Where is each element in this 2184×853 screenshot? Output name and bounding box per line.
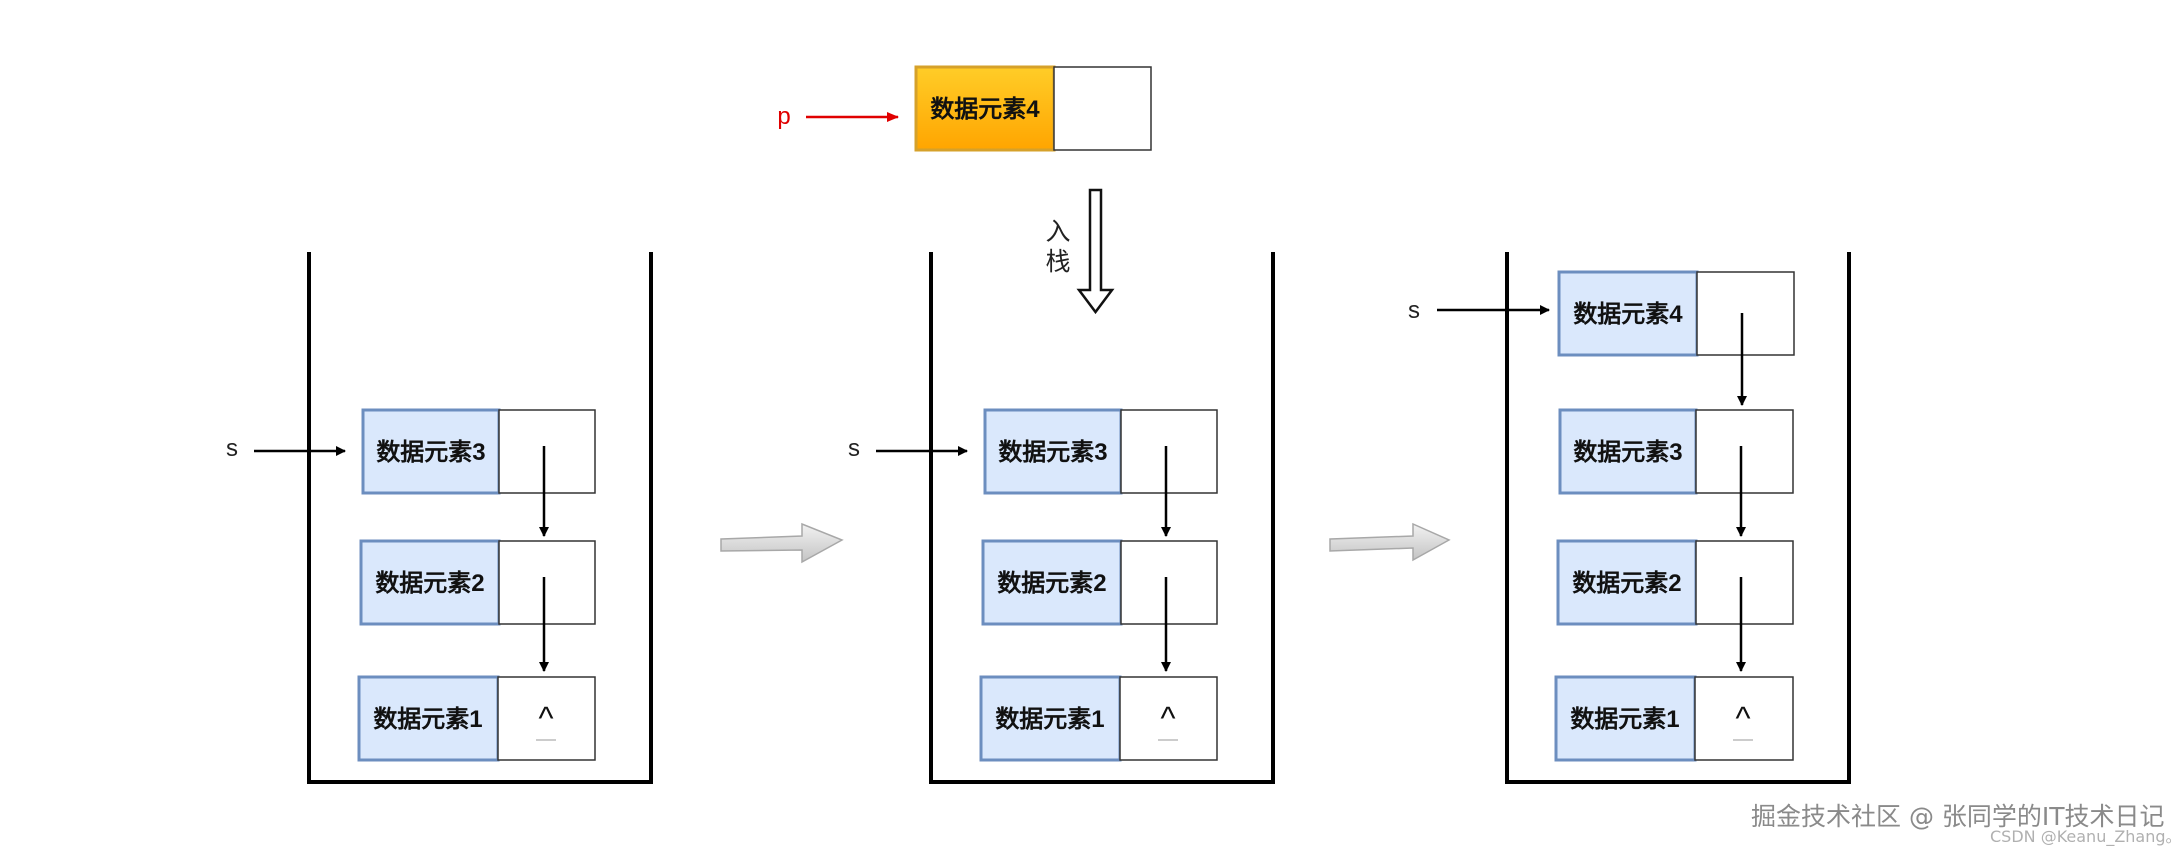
pointer-p-label: p: [777, 103, 790, 130]
stack-node: 数据元素3: [983, 408, 1218, 495]
stack-node: 数据元素1 ^: [979, 675, 1218, 762]
pointer-p: p: [777, 103, 899, 130]
node-label: 数据元素4: [1573, 301, 1683, 328]
stack-container: [307, 252, 653, 784]
node-label: 数据元素1: [373, 706, 482, 733]
new-node-data-cell: [914, 65, 1056, 152]
push-arrow-shape: [1076, 188, 1115, 315]
stack-container: [1505, 252, 1851, 784]
null-marker: ^: [538, 700, 553, 736]
pointer-s-label: s: [848, 435, 860, 462]
stack-after: 数据元素4 数据元素3 数据元素2 数据元素1 ^ s: [1408, 252, 1851, 784]
node-label: 数据元素2: [997, 570, 1106, 597]
node-label: 数据元素2: [375, 570, 484, 597]
stack-node: 数据元素3: [361, 408, 596, 495]
step-arrow: [720, 522, 844, 564]
pointer-s-label: s: [226, 435, 238, 462]
stack-node: 数据元素1 ^: [1554, 675, 1794, 762]
watermark-sub: CSDN @Keanu_Zhang。: [1990, 827, 2182, 846]
pointer-s-label: s: [1408, 297, 1420, 324]
step-arrow: [1329, 522, 1451, 562]
stack-before: 数据元素3 数据元素2 数据元素1 ^ s: [226, 252, 653, 784]
push-label-line2: 栈: [1045, 247, 1070, 276]
null-marker: ^: [1160, 700, 1175, 736]
stack-node: 数据元素2: [359, 539, 596, 626]
node-label: 数据元素3: [998, 439, 1107, 466]
watermark-main: 掘金技术社区 @ 张同学的IT技术日记: [1751, 802, 2165, 831]
node-label: 数据元素3: [376, 439, 485, 466]
stack-node: 数据元素4: [1557, 270, 1795, 357]
node-label: 数据元素1: [995, 706, 1104, 733]
new-node-next-cell: [1053, 66, 1152, 151]
node-label: 数据元素1: [1570, 706, 1679, 733]
node-label: 数据元素2: [1572, 570, 1681, 597]
stack-node: 数据元素3: [1558, 408, 1794, 495]
stack-node: 数据元素1 ^: [357, 675, 596, 762]
new-node-p: 数据元素4: [914, 65, 1152, 152]
new-node-label: 数据元素4: [930, 96, 1040, 123]
stack-node: 数据元素2: [981, 539, 1218, 626]
stack-during: 数据元素3 数据元素2 数据元素1 ^ s: [848, 252, 1275, 784]
push-label-line1: 入: [1045, 217, 1070, 246]
stack-node: 数据元素2: [1556, 539, 1794, 626]
stack-container: [929, 252, 1275, 784]
node-label: 数据元素3: [1573, 439, 1682, 466]
push-arrow: 入 栈: [1045, 188, 1115, 315]
null-marker: ^: [1735, 700, 1750, 736]
